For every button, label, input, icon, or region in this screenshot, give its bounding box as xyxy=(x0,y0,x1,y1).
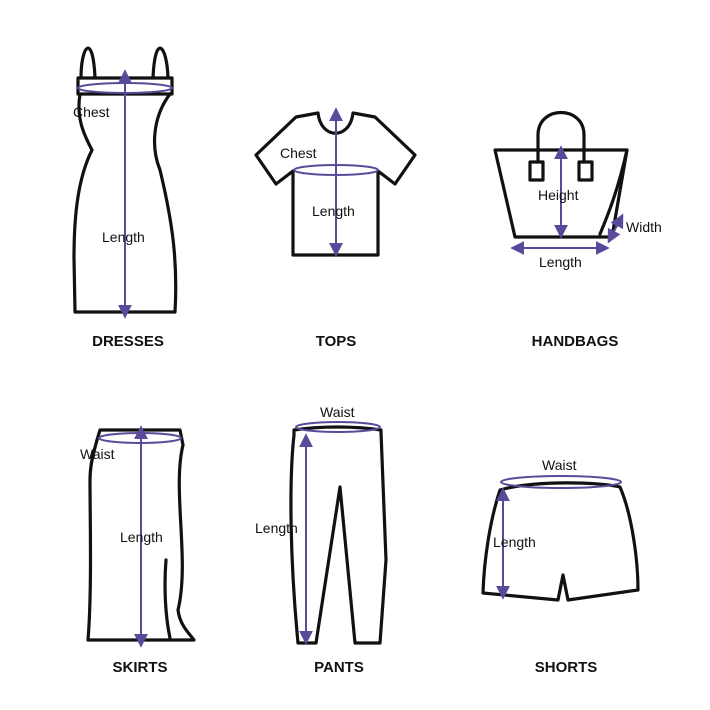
skirt-title: SKIRTS xyxy=(112,659,167,676)
dress-chest-label: Chest xyxy=(73,104,110,120)
tshirt-outline-icon xyxy=(254,111,417,257)
tops-chest-label: Chest xyxy=(280,145,317,161)
shorts-title: SHORTS xyxy=(535,659,598,676)
shorts-length-label: Length xyxy=(493,534,536,550)
pants-length-label: Length xyxy=(255,520,298,536)
dress-length-label: Length xyxy=(102,229,145,245)
shorts-waist-ring xyxy=(500,475,622,489)
handbag-height-label: Height xyxy=(538,187,579,203)
skirt-outline-icon xyxy=(86,428,196,642)
pants-waist-label: Waist xyxy=(320,404,355,420)
handbag-width-arrow xyxy=(607,213,624,244)
pants-waist-ring xyxy=(295,421,381,433)
handbag-title: HANDBAGS xyxy=(532,333,619,350)
handbag-panel: Height Width Length HANDBAGS xyxy=(493,111,662,350)
dress-panel: Chest Length DRESSES xyxy=(72,46,178,350)
shorts-panel: Waist Length SHORTS xyxy=(481,457,640,676)
shorts-outline-icon xyxy=(481,481,640,602)
shorts-waist-label: Waist xyxy=(542,457,577,473)
skirt-panel: Waist Length SKIRTS xyxy=(80,425,196,676)
tops-length-label: Length xyxy=(312,203,355,219)
handbag-length-label: Length xyxy=(539,254,582,270)
dress-title: DRESSES xyxy=(92,333,164,350)
handbag-width-label: Width xyxy=(626,219,662,235)
pants-panel: Waist Length PANTS xyxy=(255,404,388,676)
skirt-length-label: Length xyxy=(120,529,163,545)
dress-outline-icon xyxy=(72,46,178,314)
tops-panel: Chest Length TOPS xyxy=(254,107,417,350)
pants-title: PANTS xyxy=(314,659,364,676)
tops-title: TOPS xyxy=(316,333,357,350)
skirt-waist-label: Waist xyxy=(80,446,115,462)
